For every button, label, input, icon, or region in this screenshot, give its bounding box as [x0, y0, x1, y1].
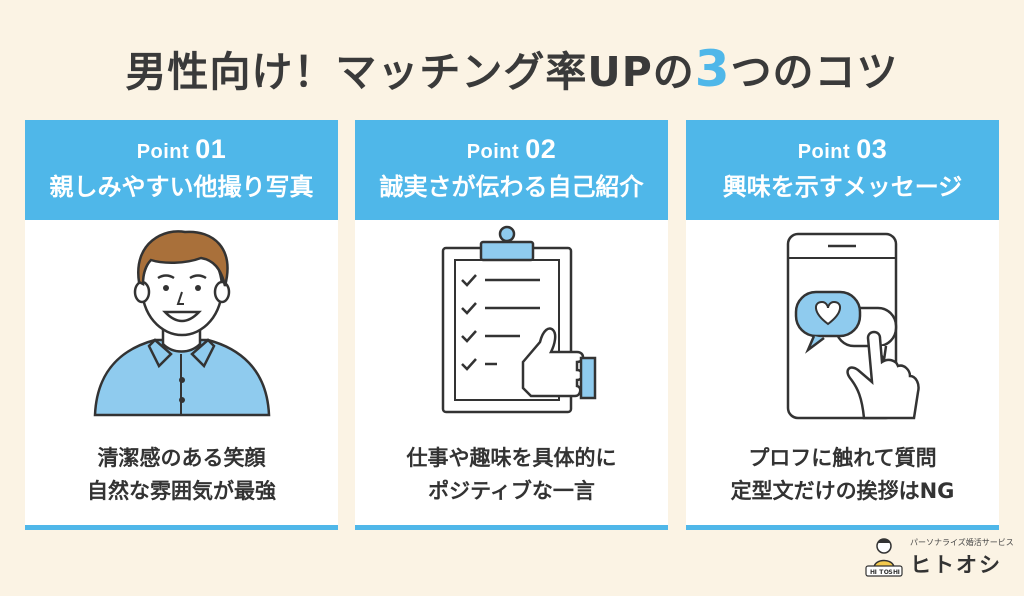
tip-card-1: Point 01 親しみやすい他撮り写真 清潔感のある笑顔 自然な雰囲気 — [25, 120, 338, 530]
card-line-2: 自然な雰囲気が最強 — [87, 479, 276, 503]
point-label: Point 01 — [25, 134, 338, 165]
tip-card-3: Point 03 興味を示すメッセージ プロフに触れて質問 定型文だけの挨拶はN… — [686, 120, 999, 530]
card-line-1: 清潔感のある笑顔 — [97, 446, 266, 470]
title-tail: つのコツ — [730, 48, 899, 96]
logo-letter: O — [884, 569, 889, 576]
clipboard-thumbs-up-illustration — [355, 220, 668, 420]
logo-letter: H — [893, 569, 898, 576]
logo-letter: H — [870, 569, 875, 576]
card-heading: 親しみやすい他撮り写真 — [49, 173, 314, 201]
logo-letter: I — [898, 569, 900, 576]
logo-letter: I — [875, 569, 877, 576]
card-description: プロフに触れて質問 定型文だけの挨拶はNG — [686, 442, 999, 508]
phone-heart-message-illustration — [686, 220, 999, 420]
logo-letter: S — [888, 569, 892, 576]
card-heading: 誠実さが伝わる自己紹介 — [379, 173, 644, 201]
card-line-1: プロフに触れて質問 — [748, 446, 937, 470]
brand-tagline: パーソナライズ婚活サービス — [910, 538, 1014, 547]
smiling-man-illustration — [25, 220, 338, 420]
point-word: Point — [797, 141, 851, 163]
card-line-2: 定型文だけの挨拶はNG — [730, 479, 955, 503]
card-header: Point 03 興味を示すメッセージ — [686, 120, 999, 220]
card-header: Point 01 親しみやすい他撮り写真 — [25, 120, 338, 220]
point-number: 03 — [856, 134, 888, 164]
point-word: Point — [136, 141, 190, 163]
point-label: Point 02 — [355, 134, 668, 165]
card-line-2: ポジティブな一言 — [428, 479, 595, 503]
title-main: 男性向け！マッチング率UPの — [125, 48, 695, 96]
card-line-1: 仕事や趣味を具体的に — [406, 446, 617, 470]
card-description: 清潔感のある笑顔 自然な雰囲気が最強 — [25, 442, 338, 508]
point-word: Point — [466, 141, 520, 163]
card-heading: 興味を示すメッセージ — [722, 173, 963, 201]
point-number: 01 — [195, 134, 227, 164]
card-header: Point 02 誠実さが伝わる自己紹介 — [355, 120, 668, 220]
card-description: 仕事や趣味を具体的に ポジティブな一言 — [355, 442, 668, 508]
point-number: 02 — [525, 134, 557, 164]
point-label: Point 03 — [686, 134, 999, 165]
brand-name: ヒトオシ — [910, 553, 1002, 577]
tip-card-2: Point 02 誠実さが伝わる自己紹介 仕事や趣味を具体的に ポジティブな一言 — [355, 120, 668, 530]
page-title: 男性向け！マッチング率UPの3つのコツ — [0, 38, 1024, 98]
title-accent-number: 3 — [694, 40, 731, 98]
logo-letter: T — [879, 569, 884, 576]
